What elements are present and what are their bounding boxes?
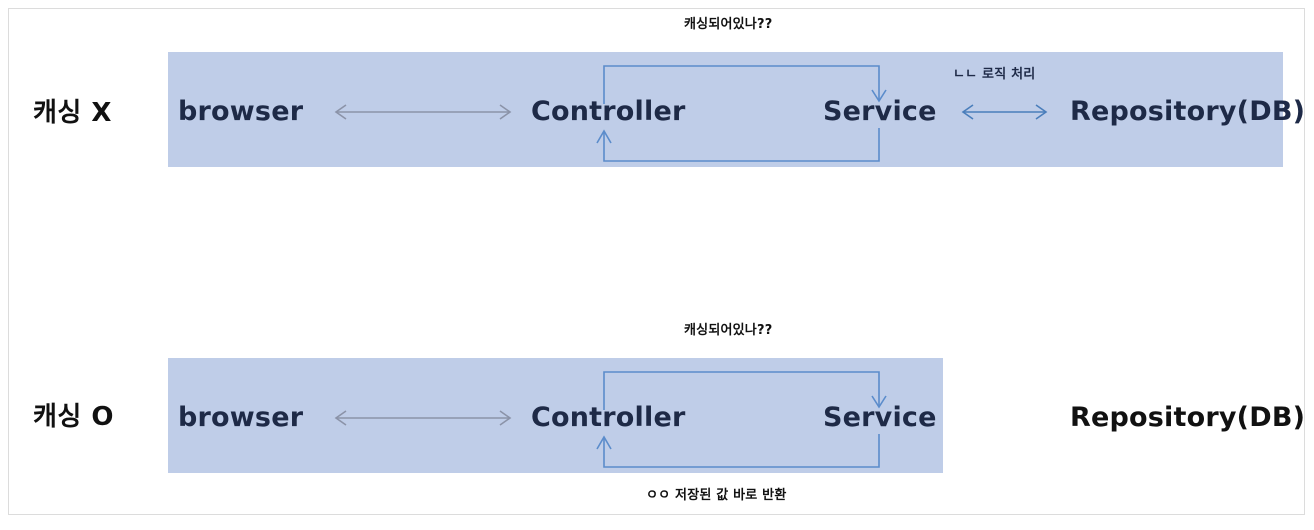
node-repository-no-cache: Repository(DB) xyxy=(1070,96,1306,127)
arrow-controller-to-service-no-cache xyxy=(603,65,887,104)
caption-logic-processing: ㄴㄴ 로직 처리 xyxy=(953,67,1036,82)
row-label-no-cache: 캐싱 X xyxy=(33,98,112,128)
node-controller-no-cache: Controller xyxy=(531,96,686,127)
arrow-browser-controller-no-cache xyxy=(334,104,512,120)
row-label-with-cache: 캐싱 O xyxy=(33,402,114,432)
caption-cached-question-top: 캐싱되어있나?? xyxy=(684,17,773,32)
node-repository-with-cache: Repository(DB) xyxy=(1070,402,1306,433)
node-controller-with-cache: Controller xyxy=(531,402,686,433)
node-browser-with-cache: browser xyxy=(178,402,304,433)
arrow-browser-controller-with-cache xyxy=(334,410,512,426)
arrow-service-to-controller-with-cache xyxy=(596,434,880,468)
arrow-controller-to-service-with-cache xyxy=(603,371,887,410)
caption-return-stored-value: ㅇㅇ 저장된 값 바로 반환 xyxy=(646,488,787,503)
row-band-with-cache xyxy=(168,358,943,473)
arrow-service-to-controller-no-cache xyxy=(596,128,880,162)
arrow-service-repository-no-cache xyxy=(961,104,1048,120)
row-band-no-cache xyxy=(168,52,1283,167)
caption-cached-question-bottom: 캐싱되어있나?? xyxy=(684,323,773,338)
node-browser-no-cache: browser xyxy=(178,96,304,127)
